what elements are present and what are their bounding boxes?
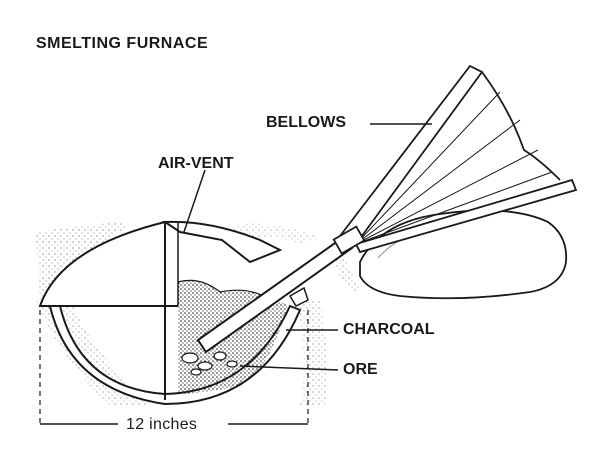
bellows [332, 64, 578, 255]
ore-lumps [181, 351, 238, 376]
ore-leader [239, 365, 339, 371]
dimension-label: 12 inches [126, 416, 198, 433]
rock [359, 209, 568, 300]
ground-soil-right [296, 300, 327, 405]
furnace-dome-right [161, 220, 283, 264]
ore-label: ORE [343, 361, 378, 378]
ground-right-mound [330, 250, 360, 292]
ground-soil [36, 222, 128, 300]
diagram-title: SMELTING FURNACE [36, 35, 209, 52]
charcoal-label: CHARCOAL [343, 321, 435, 338]
ground-left-mound [220, 223, 320, 244]
air-vent-label: AIR-VENT [158, 155, 234, 172]
bellows-label: BELLOWS [266, 114, 346, 131]
air-vent-leader [183, 169, 206, 233]
